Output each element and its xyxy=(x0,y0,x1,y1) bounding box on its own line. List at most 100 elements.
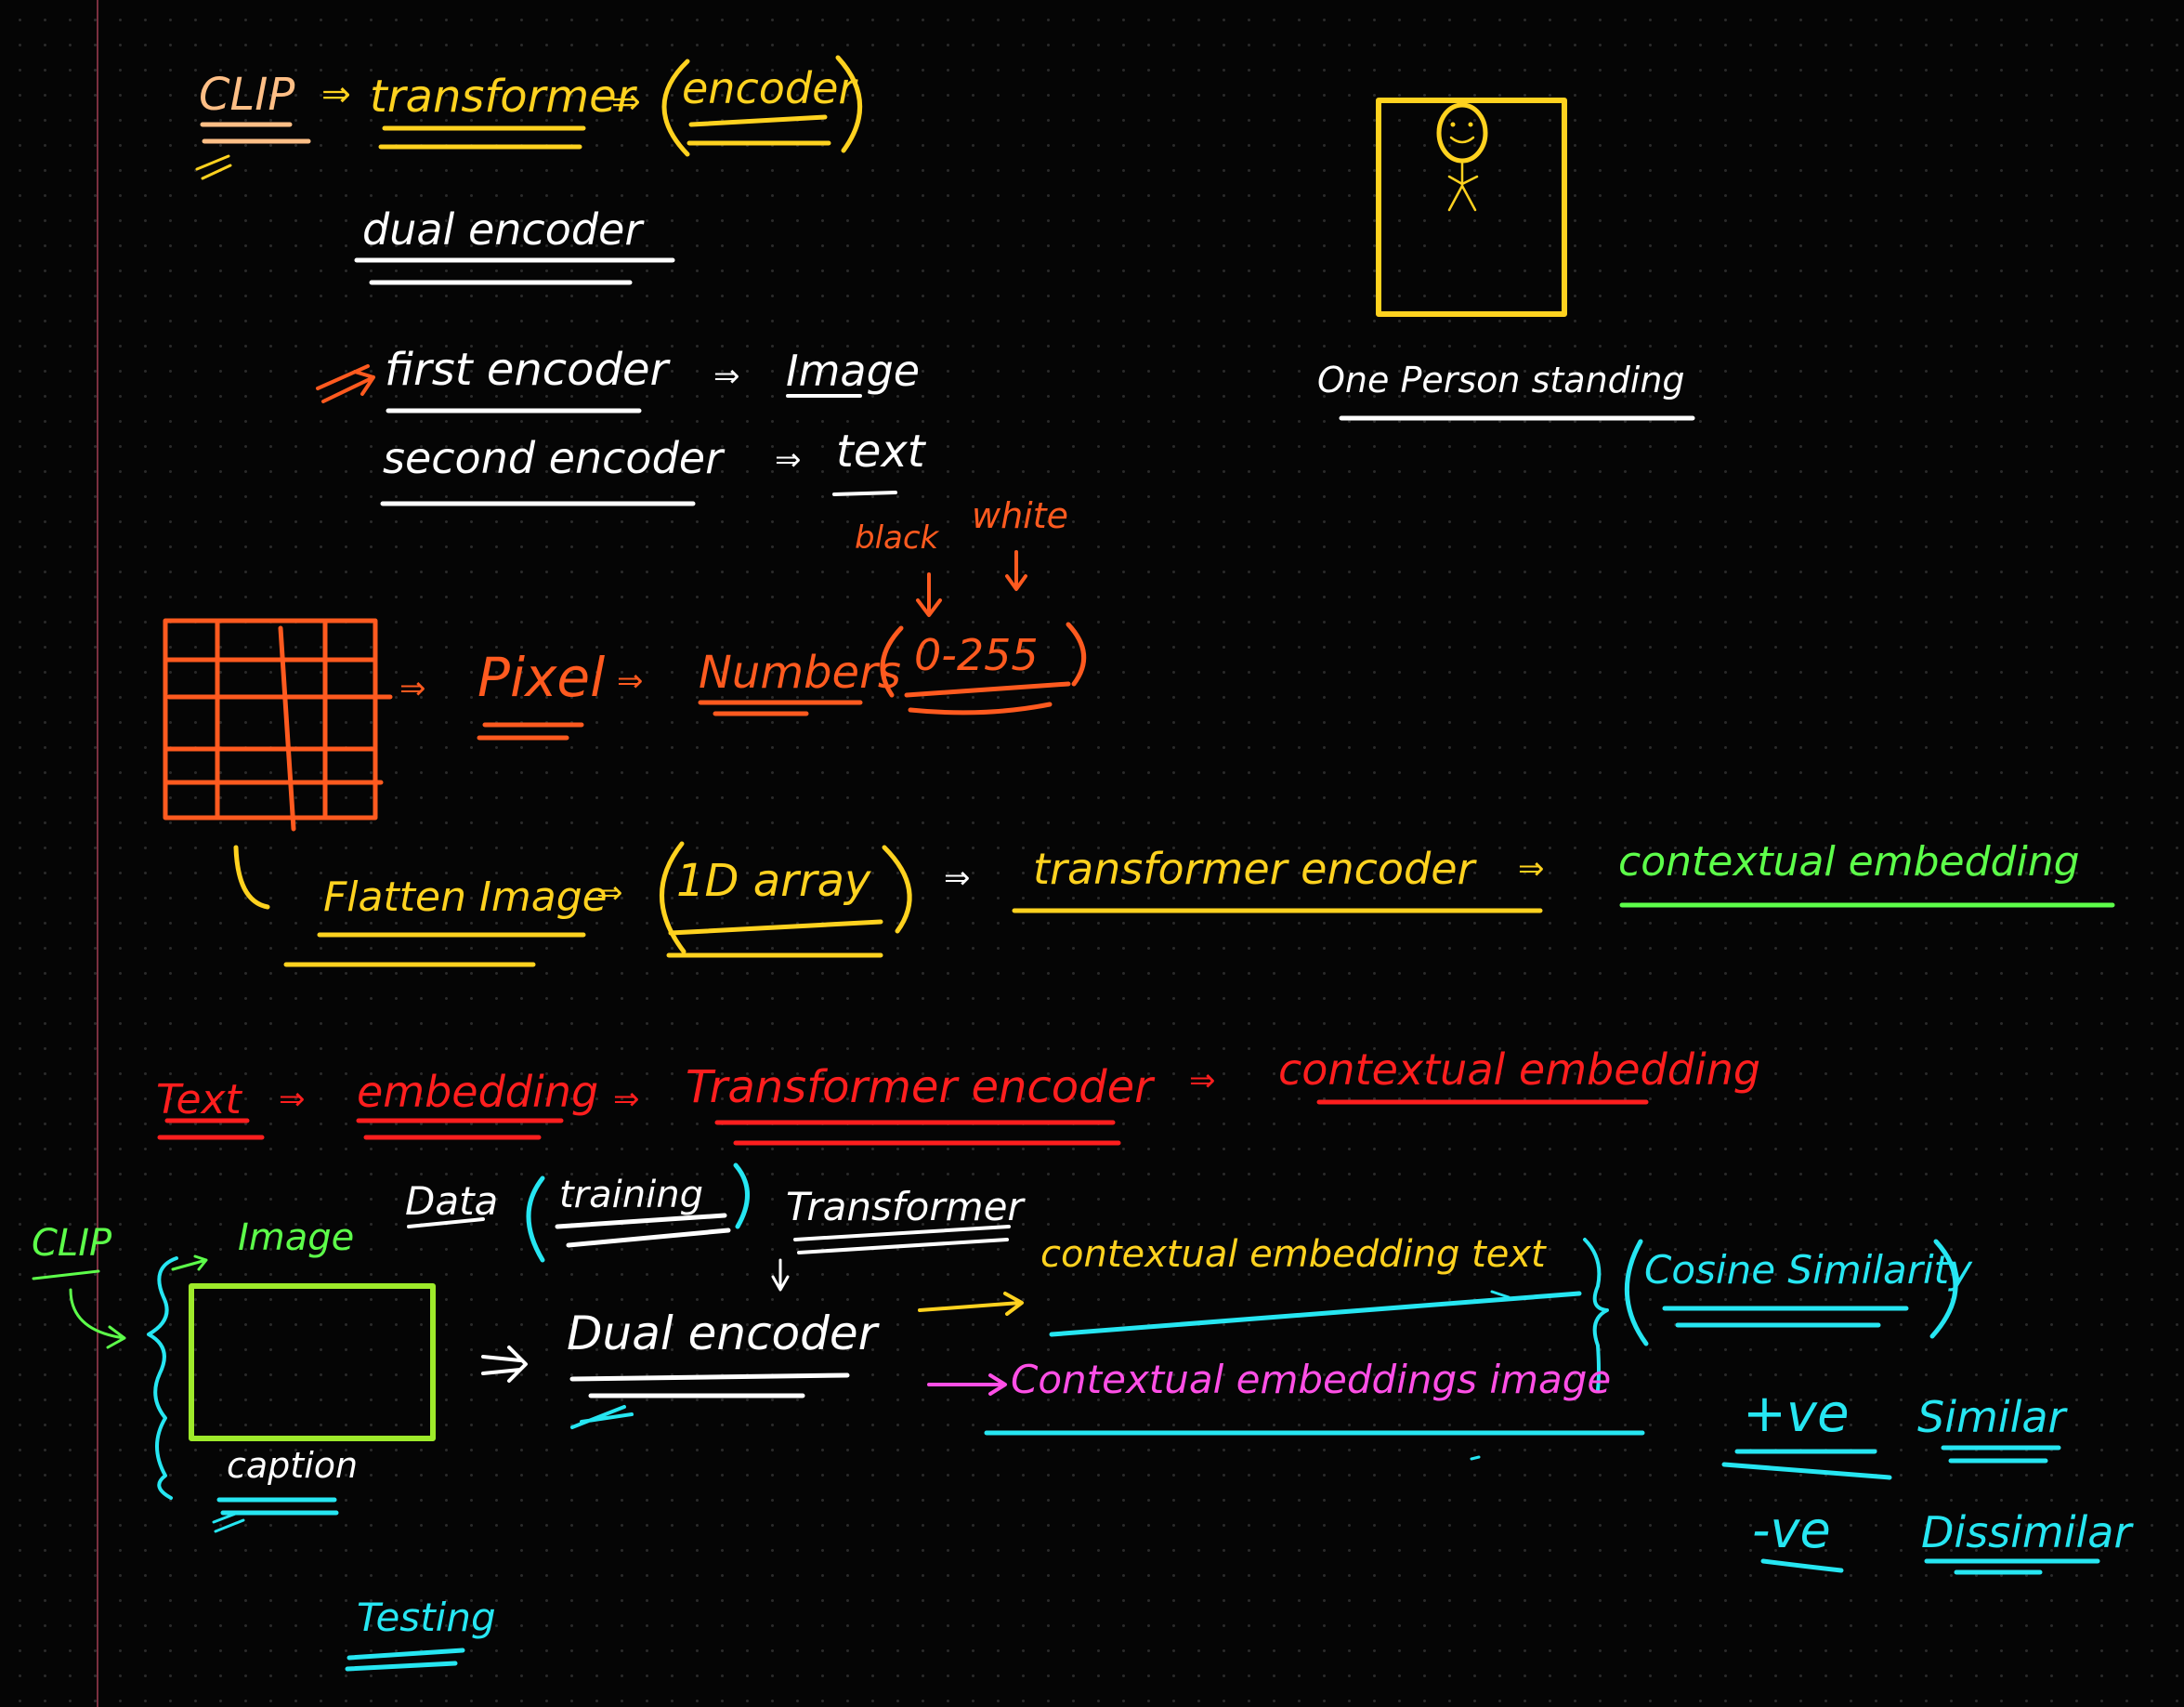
clip-mark-2 xyxy=(201,164,232,180)
clip-label: CLIP xyxy=(199,69,295,121)
flatten-image-label: Flatten Image xyxy=(323,873,608,921)
arrow-glyph: ⇒ xyxy=(321,73,351,114)
numbers-label: Numbers xyxy=(699,647,901,699)
clip-side-label: CLIP xyxy=(32,1222,112,1265)
training-label: training xyxy=(559,1174,703,1216)
neg-underline xyxy=(1760,1558,1844,1573)
training-paren-left xyxy=(526,1175,545,1263)
pixel-label: Pixel xyxy=(477,646,606,709)
data-label: Data xyxy=(405,1178,499,1224)
photo-frame xyxy=(1376,98,1567,317)
transformer-encoder-label: transformer encoder xyxy=(1033,844,1475,894)
second-encoder-label: second encoder xyxy=(383,433,723,483)
arrow-glyph: ⇒ xyxy=(399,670,426,707)
person-eye-right xyxy=(1468,122,1473,127)
similar-label: Similar xyxy=(1917,1392,2066,1442)
ctx-image-label: Contextual embeddings image xyxy=(1011,1357,1612,1402)
range-label: 0-255 xyxy=(914,630,1039,680)
ctx-text-underline xyxy=(1049,1291,1582,1337)
training-underline-1 xyxy=(555,1213,727,1229)
encoder-paren-left xyxy=(661,59,690,157)
pixel-row-strokes xyxy=(477,550,1087,741)
transformer-underline-2 xyxy=(797,1238,1009,1254)
text-row-embedding-label: embedding xyxy=(357,1067,599,1117)
transformer-underline-1 xyxy=(793,1225,1011,1241)
arrow-glyph: ⇒ xyxy=(611,81,641,122)
ctx-image-dot xyxy=(1470,1455,1481,1461)
margin-line xyxy=(97,0,98,1707)
training-paren-right xyxy=(733,1162,750,1229)
arrow-glyph: ⇒ xyxy=(596,874,623,912)
training-image-label: Image xyxy=(238,1216,355,1259)
sketch-caption: One Person standing xyxy=(1317,360,1685,400)
dual-encoder-mark xyxy=(570,1405,634,1429)
neg-label: -ve xyxy=(1752,1501,1831,1559)
text-label: text xyxy=(836,426,925,478)
black-label: black xyxy=(855,519,939,557)
person-head xyxy=(1436,102,1488,164)
encoder-paren-right xyxy=(835,55,863,153)
arrow-glyph: ⇒ xyxy=(1518,850,1545,887)
text-row-transformer-encoder-label: Transformer encoder xyxy=(686,1061,1153,1113)
range-paren-left xyxy=(880,625,904,698)
testing-underline-1 xyxy=(347,1648,465,1661)
left-curly-brace xyxy=(147,1256,178,1500)
white-arrow xyxy=(1005,550,1027,591)
cosine-similarity-label: Cosine Similarity xyxy=(1644,1247,1972,1293)
transformer-label: Transformer xyxy=(786,1184,1024,1229)
encoder-label: encoder xyxy=(682,63,857,113)
data-underline xyxy=(407,1217,485,1228)
image-mini-arrow xyxy=(171,1254,208,1271)
pixel-grid-frame xyxy=(163,618,378,821)
arrow-glyph: ⇒ xyxy=(713,358,740,395)
range-underline-2 xyxy=(908,702,1053,716)
transformer-down-arrow xyxy=(771,1258,790,1292)
clip-mark xyxy=(195,154,230,171)
person-eye-left xyxy=(1450,122,1456,127)
cosine-paren-right xyxy=(1929,1239,1958,1339)
array-paren-right xyxy=(882,845,912,934)
training-caption-label: caption xyxy=(227,1445,359,1486)
text-row-strokes xyxy=(157,1099,1649,1146)
arrow-glyph: ⇒ xyxy=(775,441,802,479)
flatten-hook xyxy=(233,845,270,910)
arrow-glyph: ⇒ xyxy=(1189,1062,1216,1099)
caption-mark xyxy=(212,1511,245,1533)
testing-underline-2 xyxy=(345,1661,458,1672)
dual-encoder-label: dual encoder xyxy=(362,204,643,255)
dual-encoder-underline-1 xyxy=(569,1372,850,1382)
flatten-row-strokes xyxy=(233,841,2115,967)
clip-label-underline xyxy=(32,1269,100,1280)
arrow-glyph: ⇒ xyxy=(944,860,971,897)
cosine-paren-left xyxy=(1624,1239,1649,1346)
person-sketch xyxy=(1339,98,1695,421)
array-1d-label: 1D array xyxy=(676,855,871,907)
encoder-underline-1 xyxy=(688,114,828,127)
person-body xyxy=(1447,160,1479,212)
arrow-to-dual-encoder xyxy=(481,1346,528,1383)
text-row-contextual-embedding-label: contextual embedding xyxy=(1278,1044,1761,1095)
transformer-label: transformer xyxy=(370,71,635,123)
right-brace xyxy=(1583,1238,1609,1392)
pos-label: +ve xyxy=(1743,1384,1850,1444)
arrow-glyph: ⇒ xyxy=(279,1081,306,1118)
arrow-to-text-embedding xyxy=(918,1292,1024,1316)
person-smile xyxy=(1449,136,1475,144)
dissimilar-label: Dissimilar xyxy=(1921,1507,2132,1557)
header-underlines xyxy=(195,55,897,506)
white-label: white xyxy=(972,495,1068,536)
clip-training-strokes xyxy=(32,1162,2100,1672)
training-underline-2 xyxy=(566,1228,731,1248)
pos-underline-2 xyxy=(1721,1462,1892,1480)
image-label: Image xyxy=(786,346,921,396)
text-row-text-label: Text xyxy=(156,1076,242,1123)
ctx-text-label: contextual embedding text xyxy=(1040,1233,1546,1276)
arrow-glyph: ⇒ xyxy=(617,663,644,700)
array-underline-1 xyxy=(668,919,883,936)
first-encoder-arrow xyxy=(316,364,375,403)
range-underline-1 xyxy=(904,681,1071,698)
black-arrow xyxy=(916,572,942,617)
clip-curved-arrow xyxy=(69,1288,126,1349)
ctx-text-underline-tick xyxy=(1490,1290,1510,1299)
